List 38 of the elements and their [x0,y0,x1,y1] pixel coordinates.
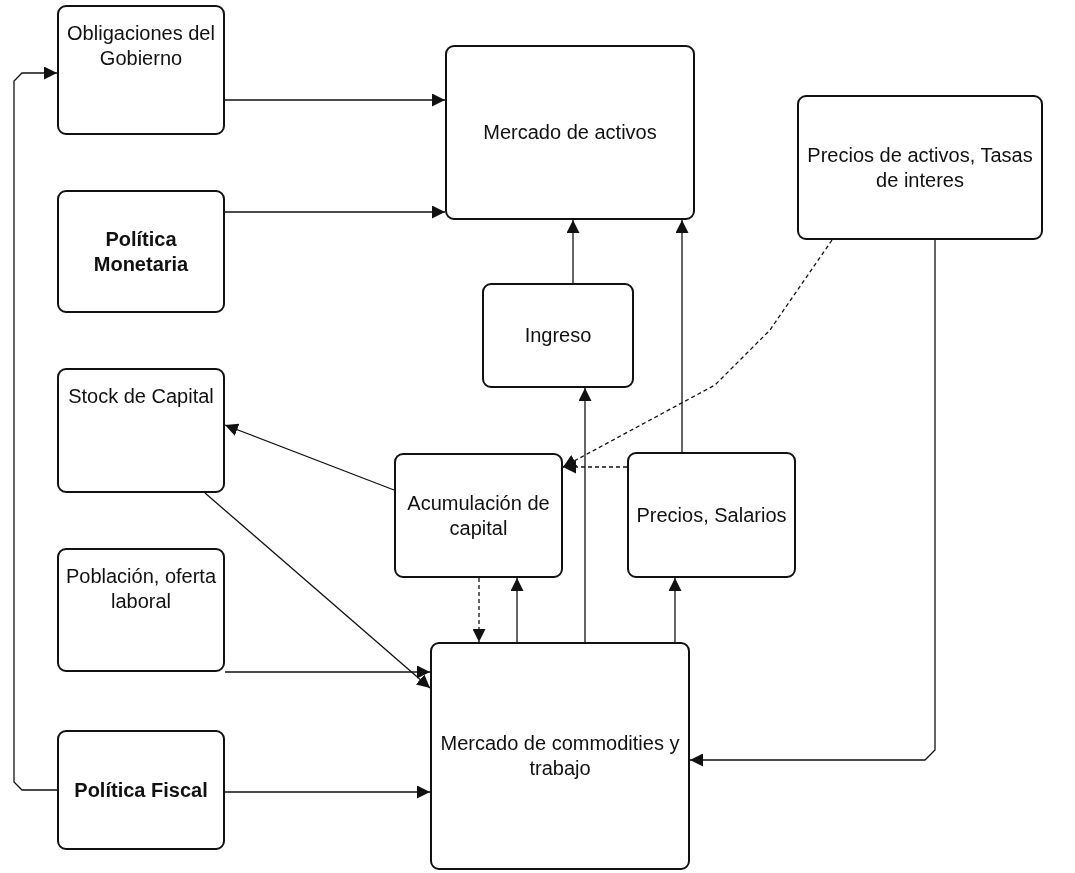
process-box [57,548,225,672]
process-box [445,45,695,220]
process-box [482,283,634,388]
process-box [797,95,1043,240]
process-box [430,642,690,870]
arrow [224,205,446,219]
arrow [224,423,395,491]
node-label: Ingreso [524,323,592,348]
arrow [472,577,486,643]
node-label: Acumulación de capital [406,490,551,541]
node-label: Mercado de activos [483,120,657,145]
process-box [57,730,225,850]
node-label: Política Fiscal [74,777,208,803]
arrow [224,785,431,799]
arrow [562,239,833,468]
node-label: Población, oferta laboral [65,564,217,614]
arrow [204,492,431,689]
arrow [566,219,580,284]
arrow [689,239,936,767]
process-box [394,453,563,578]
process-box [57,368,225,493]
node-label: Política Monetaria [92,226,190,277]
node-label: Precios de activos, Tasas de interes [806,142,1034,193]
node-label: Precios, Salarios [636,502,787,528]
process-box [57,190,225,313]
arrow [675,219,689,453]
arrow [668,577,682,643]
arrow [224,665,431,679]
process-box [627,452,796,578]
node-label: Stock de Capital [68,384,214,409]
arrow [510,577,524,643]
arrow [578,387,592,643]
node-label: Obligaciones del Gobierno [66,21,216,71]
node-label: Mercado de commodities y trabajo [439,731,681,781]
arrow [562,460,628,474]
process-box [57,5,225,135]
arrow [13,66,58,791]
arrow [224,93,446,107]
